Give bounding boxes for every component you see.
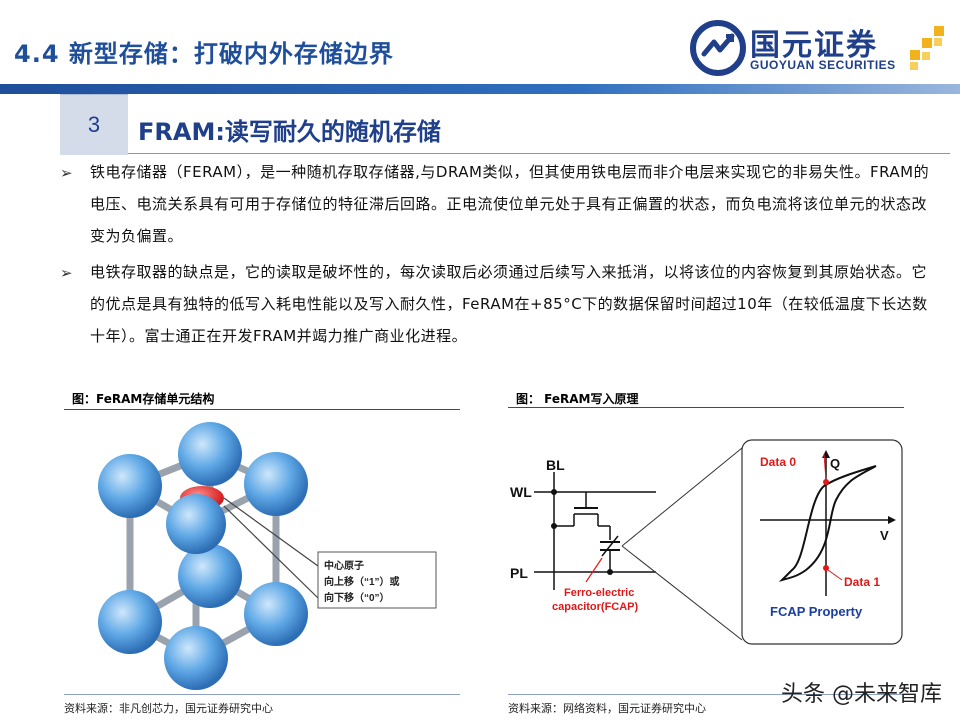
atom: [166, 494, 226, 554]
pl-label: PL: [510, 565, 528, 581]
logo-name-cn: 国元证券: [750, 28, 878, 63]
figure-right-rule: [508, 407, 904, 408]
fcap-property-label: FCAP Property: [770, 604, 863, 619]
data1-label: Data 1: [844, 575, 880, 589]
callout-line-3: 向下移（“0”）: [324, 591, 390, 604]
figure-left-title: 图：FeRAM存储单元结构: [72, 392, 215, 406]
logo-name-en: GUOYUAN SECURITIES: [750, 58, 896, 72]
atom: [98, 454, 162, 518]
section-underline: [128, 153, 950, 154]
atom: [244, 452, 308, 516]
watermark: 头条 @未来智库: [781, 682, 942, 707]
q-axis-label: Q: [830, 456, 840, 471]
atom: [164, 626, 228, 690]
bullet-arrow-icon: ➢: [60, 264, 73, 282]
page-title: 4.4 新型存储：打破内外存储边界: [14, 40, 394, 68]
figure-right-source: 资料来源：网络资料，国元证券研究中心: [508, 702, 706, 715]
callout-line: [223, 497, 319, 567]
callout-line: [223, 505, 319, 599]
atom: [178, 544, 242, 608]
feram-write-circuit: BL WL PL Ferro-electric capacitor(FCAP) …: [510, 439, 903, 645]
atom: [98, 590, 162, 654]
fcap-property-box: [741, 439, 903, 645]
hysteresis-loop: [778, 465, 877, 582]
figure-right-bottom-rule: [508, 694, 904, 695]
bullet-paragraph: 铁电存储器（FERAM），是一种随机存取存储器,与DRAM类似，但其使用铁电层而…: [90, 163, 930, 245]
logo-squares-icon: [910, 26, 944, 70]
v-axis-label: V: [880, 528, 889, 543]
section-title: FRAM:读写耐久的随机存储: [138, 118, 441, 146]
logo-emblem-icon: [690, 20, 746, 76]
cap-label-line-1: Ferro-electric: [564, 587, 634, 599]
cap-label-line-2: capacitor(FCAP): [552, 601, 639, 613]
bullet-arrow-icon: ➢: [60, 164, 73, 182]
callout-line-2: 向上移（“1”）或: [324, 575, 400, 588]
brand-logo: 国元证券 GUOYUAN SECURITIES: [690, 20, 950, 78]
figure-left-source: 资料来源：非凡创芯力，国元证券研究中心: [64, 702, 273, 715]
callout-box: [317, 551, 437, 609]
wl-label: WL: [510, 484, 532, 500]
bl-label: BL: [546, 457, 565, 473]
figure-right-title: 图： FeRAM写入原理: [516, 392, 639, 406]
atom: [244, 582, 308, 646]
data0-label: Data 0: [760, 455, 796, 469]
section-number-box: 3: [60, 94, 128, 155]
feram-crystal-diagram: 中心原子 向上移（“1”）或 向下移（“0”）: [98, 422, 437, 690]
figure-left-rule: [64, 409, 460, 410]
figure-left-bottom-rule: [64, 694, 460, 695]
section-number: 3: [87, 112, 101, 137]
bullet-paragraph: 电铁存取器的缺点是，它的读取是破坏性的，每次读取后必须通过后续写入来抵消，以将该…: [90, 263, 928, 345]
callout-line-1: 中心原子: [324, 559, 364, 572]
header-divider: [0, 84, 960, 94]
atom: [178, 422, 242, 486]
